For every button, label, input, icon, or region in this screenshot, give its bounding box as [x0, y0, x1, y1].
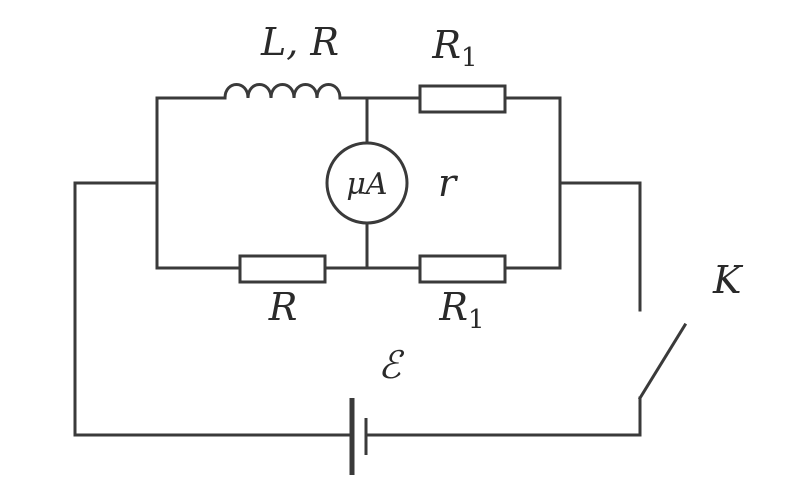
resistor-bottom-r1 [418, 254, 507, 284]
resistor-top-r1 [418, 84, 507, 114]
inductor-coil [223, 83, 342, 100]
outer-left-wire [73, 181, 350, 437]
outer-bottom-right-wire [366, 396, 642, 437]
top-resistor-label: R1 [431, 23, 477, 73]
microammeter-label: μA [346, 167, 387, 202]
switch-blade [637, 322, 688, 401]
microammeter [325, 141, 409, 225]
bottom-left-resistor-label: R [268, 285, 298, 329]
inductor-label: L, R [260, 20, 339, 64]
bottom-right-resistor-label: R1 [438, 285, 484, 335]
resistor-bottom-r [238, 254, 327, 284]
emf-label: ℰ [378, 343, 405, 387]
meter-resistance-label: r [438, 161, 459, 205]
switch-label: K [712, 258, 744, 302]
outer-right-wire [558, 181, 642, 312]
